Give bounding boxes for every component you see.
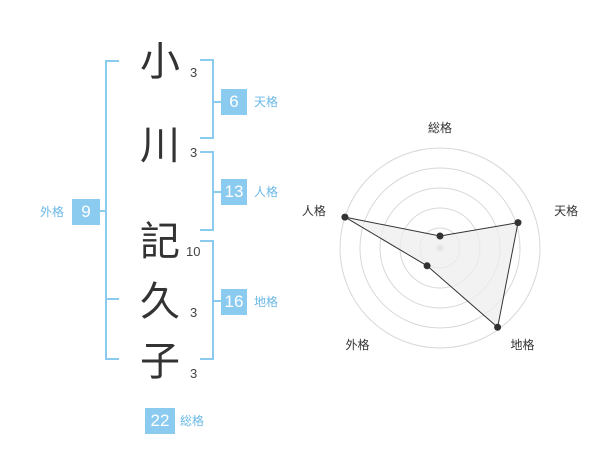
gaikaku-label: 外格	[40, 205, 65, 219]
radar-ring	[339, 147, 541, 349]
radar-axis-label-2: 天格	[554, 203, 578, 218]
chikaku-label: 地格	[254, 295, 279, 309]
name-char-3: 記	[140, 219, 180, 265]
name-char-4: 久	[140, 279, 180, 325]
gaikaku-value: 9	[72, 199, 100, 225]
stroke-count-4: 3	[190, 305, 198, 320]
radar-axis-label-1: 総格	[428, 120, 452, 135]
name-char-1: 小	[140, 39, 180, 85]
radar-point-1	[436, 232, 444, 240]
radar-axis-label-5: 人格	[302, 203, 326, 218]
stroke-count-3: 10	[186, 244, 201, 259]
radar-point-4	[423, 262, 431, 270]
stroke-count-5: 3	[190, 366, 198, 381]
radar-point-5	[341, 213, 349, 221]
radar-polygon	[344, 216, 519, 329]
radar-point-3	[494, 323, 502, 331]
jinkaku-value: 13	[221, 179, 247, 205]
radar-point-2	[514, 219, 522, 227]
radar-shape	[341, 213, 522, 331]
name-char-2: 川	[140, 123, 180, 169]
soukaku-label: 総格	[180, 414, 205, 428]
tenkaku-label: 天格	[254, 95, 279, 109]
jinkaku-label: 人格	[254, 185, 279, 199]
tenkaku-value: 6	[221, 89, 247, 115]
radar-axis-label-3: 地格	[511, 337, 535, 352]
radar-axis-label-4: 外格	[345, 337, 369, 352]
name-char-5: 子	[140, 339, 180, 385]
soukaku-value: 22	[145, 408, 175, 434]
stroke-count-1: 3	[190, 65, 198, 80]
radar-ring	[359, 167, 521, 329]
stroke-count-2: 3	[190, 145, 198, 160]
chikaku-value: 16	[221, 289, 247, 315]
